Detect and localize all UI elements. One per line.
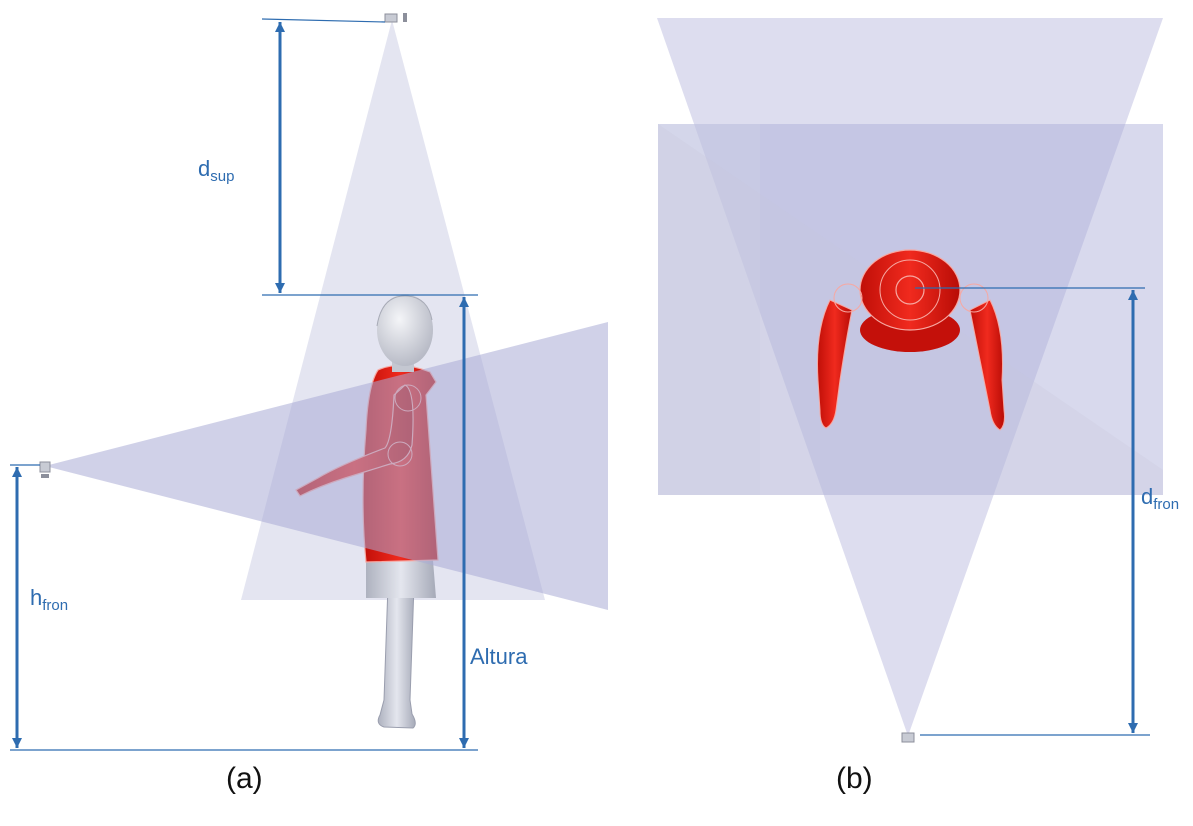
mannequin-legs <box>377 584 416 729</box>
dfron-label: dfron <box>1141 484 1180 513</box>
hfron-label-subscript: fron <box>42 597 69 614</box>
panel-a-caption: (a) <box>226 762 263 795</box>
panel-b-caption: (b) <box>836 762 873 795</box>
mannequin-head-top <box>859 249 961 331</box>
dfron-label-main: d <box>1141 484 1154 509</box>
mannequin-left-arm-top <box>817 299 853 429</box>
hfron-label-main: h <box>30 585 43 610</box>
front-camera-icon <box>39 461 51 478</box>
panel-b <box>657 18 1163 743</box>
mannequin-head <box>377 294 433 366</box>
dsup-label-main: d <box>198 156 211 181</box>
dfron-label-subscript: fron <box>1153 496 1180 513</box>
dsup-label-subscript: sup <box>210 168 235 185</box>
top-camera-icon <box>384 13 407 23</box>
dsup-label: dsup <box>198 156 235 185</box>
front-camera-icon-top-view <box>901 732 915 743</box>
camera-top-reference-line <box>261 18 386 23</box>
altura-label-text: Altura <box>470 644 528 669</box>
altura-label: Altura <box>470 646 527 668</box>
hfron-label: hfron <box>30 585 69 614</box>
mannequin-top-view <box>817 249 1005 431</box>
front-camera-fov-top-view <box>657 18 1163 736</box>
panel-a <box>10 13 608 751</box>
mannequin-right-arm-top <box>969 299 1005 431</box>
